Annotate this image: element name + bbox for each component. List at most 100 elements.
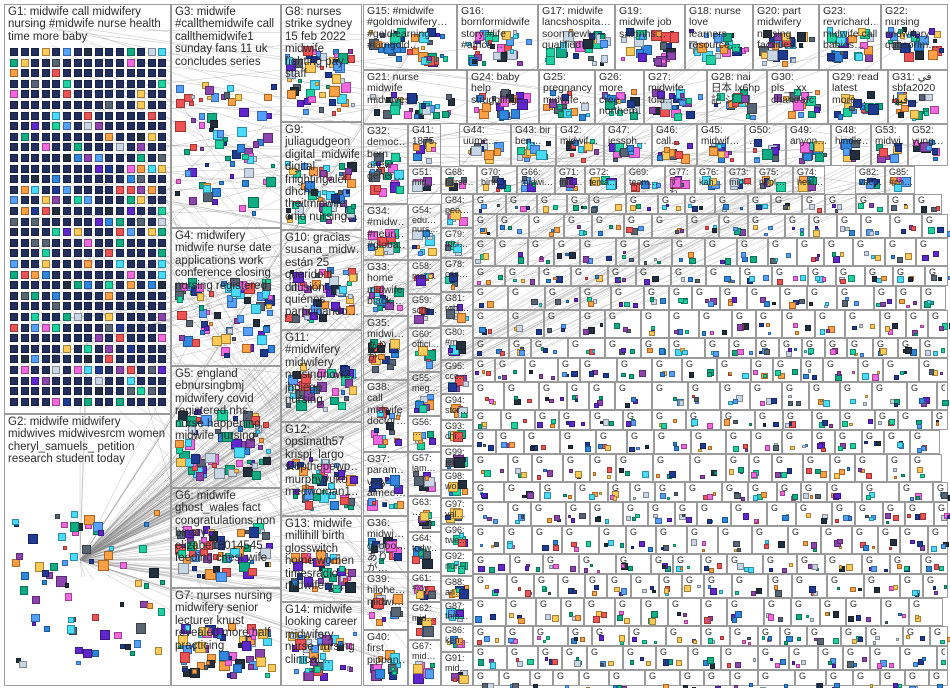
- node: [866, 616, 872, 622]
- node: [184, 439, 193, 447]
- node: [81, 544, 91, 554]
- small-cluster-box: G: [853, 670, 880, 686]
- small-cluster-label: G: [902, 412, 910, 421]
- edge: [79, 42, 717, 561]
- small-cluster-label: G: [829, 196, 837, 205]
- small-cluster-box: G: [835, 430, 862, 454]
- node: [517, 587, 521, 591]
- node: [585, 113, 590, 118]
- node: [638, 540, 646, 548]
- node: [660, 371, 666, 377]
- small-cluster-box: G: [497, 214, 529, 238]
- node: [675, 230, 680, 235]
- small-cluster-box: G: [893, 266, 925, 286]
- node: [780, 471, 788, 479]
- node: [94, 313, 103, 321]
- node: [329, 98, 336, 106]
- small-cluster-box: G: [553, 670, 579, 686]
- group-box-g97: G97: val…: [441, 498, 473, 524]
- node: [865, 472, 872, 479]
- node: [105, 238, 114, 247]
- small-cluster-box: G: [616, 554, 651, 574]
- node: [825, 328, 831, 334]
- node: [147, 132, 156, 141]
- group-box-g40: G40: first pippan…: [363, 630, 408, 686]
- group-box-g58: G58: mar…: [408, 260, 441, 294]
- node: [73, 132, 82, 141]
- node: [898, 684, 903, 688]
- node: [685, 516, 692, 523]
- small-cluster-label: G: [536, 456, 544, 465]
- node: [668, 371, 675, 378]
- small-cluster-box: G: [890, 554, 921, 574]
- node: [229, 161, 236, 167]
- node: [94, 164, 103, 173]
- node: [10, 355, 18, 364]
- group-label-g85: G85: #nh…: [889, 168, 912, 187]
- small-cluster-box: G: [539, 382, 567, 410]
- small-cluster-label: G: [477, 484, 485, 493]
- node: [897, 612, 902, 617]
- small-cluster-label: G: [813, 216, 821, 225]
- node: [84, 79, 93, 88]
- node: [879, 147, 889, 158]
- node: [297, 99, 305, 107]
- node: [84, 238, 93, 247]
- node: [501, 442, 508, 449]
- small-cluster-label: G: [862, 360, 870, 369]
- node: [782, 61, 788, 67]
- node: [626, 47, 636, 57]
- node: [217, 551, 223, 557]
- small-cluster-label: G: [789, 216, 797, 225]
- node: [822, 277, 827, 282]
- node: [105, 387, 114, 396]
- group-box-g7: G7: nurses nursing midwifery senior lect…: [171, 588, 281, 686]
- small-cluster-box: G: [840, 382, 872, 410]
- small-cluster-box: G: [780, 626, 807, 646]
- node: [720, 259, 725, 265]
- edge: [79, 181, 640, 561]
- group-box-g14: G14: midwife looking career midwifery nu…: [281, 602, 362, 686]
- node: [862, 545, 869, 552]
- node: [31, 79, 40, 88]
- node: [373, 184, 381, 192]
- node: [52, 228, 61, 237]
- small-cluster-box: G: [580, 310, 605, 338]
- node: [242, 411, 253, 421]
- node: [869, 516, 875, 522]
- node: [147, 79, 156, 88]
- node: [99, 629, 111, 641]
- small-cluster-box: G: [900, 526, 928, 554]
- small-cluster-box: G: [495, 358, 525, 382]
- node: [478, 566, 485, 573]
- node: [804, 325, 811, 332]
- node: [126, 238, 135, 247]
- node: [852, 325, 857, 331]
- node: [787, 110, 796, 119]
- node: [147, 48, 156, 56]
- node: [852, 663, 857, 668]
- node: [216, 130, 225, 138]
- group-label-g59: G59: scho…: [412, 296, 438, 315]
- node: [294, 669, 299, 674]
- small-cluster-box: G: [801, 482, 827, 502]
- node: [20, 69, 29, 78]
- node: [252, 470, 262, 480]
- node: [656, 260, 661, 265]
- group-box-g95: G95: ccc…: [441, 360, 473, 394]
- node: [158, 122, 167, 131]
- small-cluster-box: G: [900, 646, 937, 670]
- node: [448, 492, 453, 497]
- small-cluster-label: G: [656, 412, 664, 421]
- edge: [96, 69, 861, 185]
- node: [253, 141, 260, 148]
- node: [742, 513, 750, 520]
- small-cluster-label: G: [645, 340, 653, 349]
- node: [41, 281, 50, 290]
- node: [775, 589, 783, 597]
- node: [521, 472, 527, 479]
- node: [706, 55, 716, 65]
- node: [753, 225, 759, 231]
- node: [923, 111, 929, 117]
- node: [591, 350, 595, 354]
